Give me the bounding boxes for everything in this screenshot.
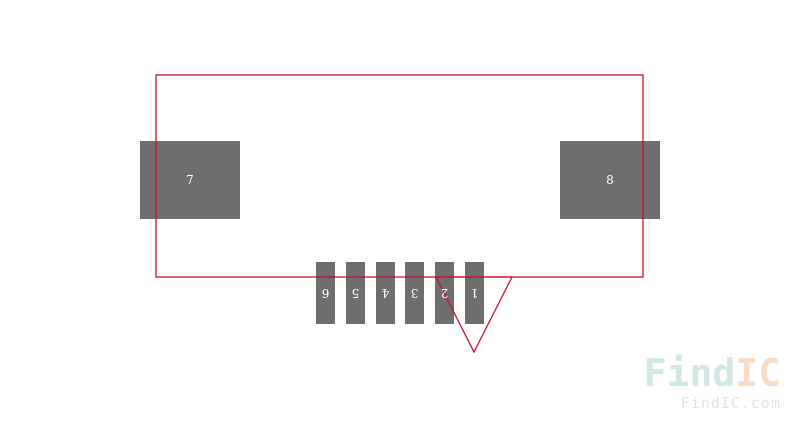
pad-5-label: 5 — [352, 286, 360, 300]
pad-7 — [140, 141, 240, 219]
pad-7-label: 7 — [186, 173, 194, 187]
watermark-url: FindIC.com — [681, 394, 781, 412]
pad-1-label: 1 — [471, 286, 479, 300]
watermark-logo: FindIC — [644, 351, 781, 395]
pin1-indicator — [434, 276, 514, 354]
component-outline — [155, 74, 644, 278]
pad-4-label: 4 — [381, 286, 389, 300]
pad-6-label: 6 — [322, 286, 330, 300]
pad-3-label: 3 — [411, 286, 419, 300]
watermark-logo-ic: IC — [735, 351, 781, 395]
pad-8-label: 8 — [606, 173, 614, 187]
pad-2-label: 2 — [441, 286, 449, 300]
watermark-logo-find: Find — [644, 351, 736, 395]
